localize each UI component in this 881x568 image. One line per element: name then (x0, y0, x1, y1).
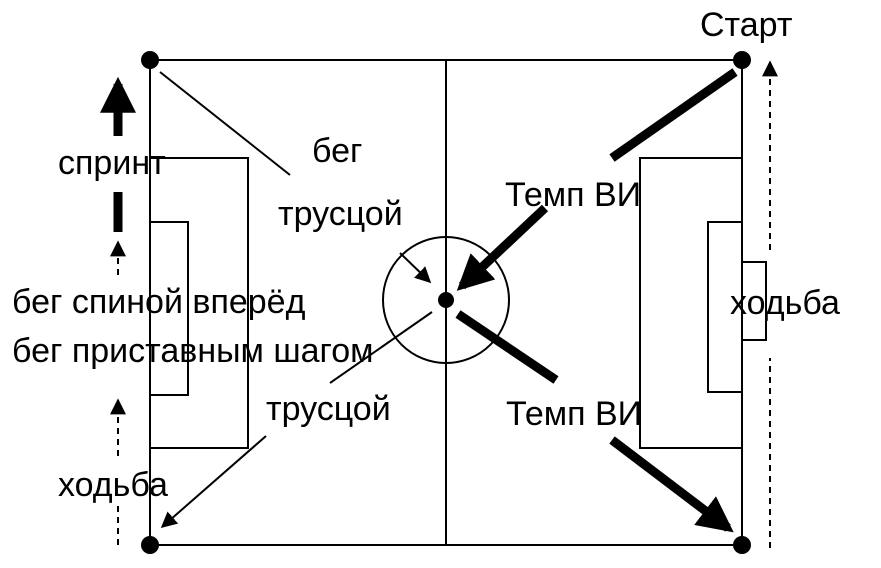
tempo-top-arrow (456, 204, 549, 291)
jog-top-line (159, 71, 291, 176)
label-jog-line1: бег (312, 132, 362, 170)
tempo-bottom-segment (455, 310, 559, 384)
label-walk-right: ходьба (730, 284, 840, 322)
jog-bottom-arrow (160, 435, 267, 529)
right-goal-box (707, 221, 742, 393)
label-start: Старт (700, 6, 792, 44)
label-side-step: бег приставным шагом (12, 332, 373, 370)
label-jog-lower: трусцой (266, 390, 391, 428)
corner-bottom-left (141, 536, 159, 554)
left-penalty-box (150, 157, 249, 449)
label-sprint: спринт (58, 144, 166, 182)
tempo-top-segment (609, 68, 738, 162)
label-backward-run: бег спиной вперёд (12, 283, 306, 321)
label-tempo-bottom: Темп ВИ (506, 395, 642, 433)
jog-paths (159, 71, 433, 529)
corner-top-right (733, 51, 751, 69)
corner-markers (141, 51, 751, 554)
label-walk-left: ходьба (58, 466, 168, 504)
tempo-bottom-arrow (609, 436, 734, 533)
walk-right-path (742, 60, 778, 548)
right-penalty-box (639, 157, 742, 449)
label-jog-line2: трусцой (278, 195, 403, 233)
jog-bottom-line-upper (329, 311, 433, 384)
center-circle (382, 236, 510, 364)
field (149, 59, 743, 546)
jog-top-arrow (399, 252, 432, 284)
corner-bottom-right (733, 536, 751, 554)
walk-right-bracket (742, 261, 767, 341)
tempo-paths (455, 68, 738, 533)
corner-top-left (141, 51, 159, 69)
left-goal-box (150, 221, 189, 396)
center-point (438, 292, 454, 308)
label-tempo-top: Темп ВИ (505, 176, 641, 214)
